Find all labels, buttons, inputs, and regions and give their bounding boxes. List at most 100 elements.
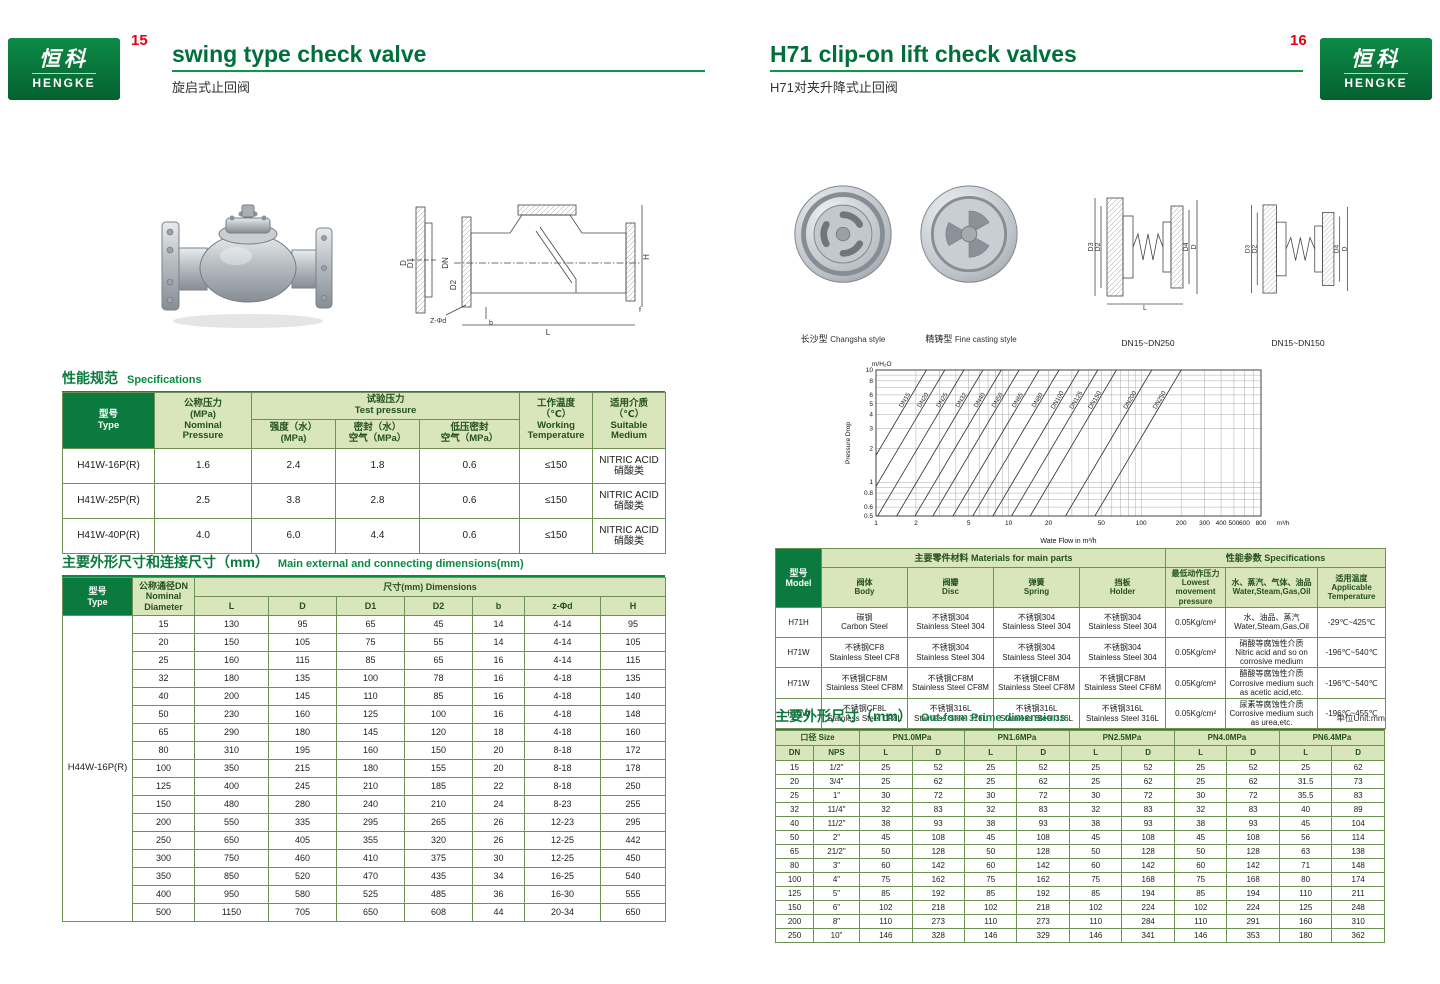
x-tick-label: 10	[1005, 520, 1013, 527]
table-cell: 353	[1226, 928, 1280, 943]
table-cell: 108	[911, 830, 965, 845]
table-cell: 30	[859, 788, 913, 803]
table-cell: 160	[268, 705, 337, 724]
y-tick-label: 4	[869, 412, 873, 419]
table-cell: 355	[336, 831, 405, 850]
table-cell: 1"	[812, 788, 861, 803]
outform-col-pn25: PN2.5MPa	[1068, 730, 1175, 746]
table-cell: 4-18	[524, 723, 601, 742]
table-cell: 11/4"	[812, 802, 861, 817]
table-cell: 210	[336, 777, 405, 796]
table-cell: 480	[194, 795, 269, 814]
table-cell: 250	[132, 831, 195, 850]
table-cell: 104	[1331, 816, 1385, 831]
table-cell: 128	[1226, 844, 1280, 859]
dim-label-d4: D4	[1334, 244, 1341, 253]
table-cell: 65	[336, 615, 405, 634]
table-cell: 145	[268, 687, 337, 706]
table-cell: 215	[268, 759, 337, 778]
table-cell: 750	[194, 849, 269, 868]
x-tick-label: 1	[874, 520, 878, 527]
page-number-left: 15	[131, 32, 148, 49]
table-cell: 230	[194, 705, 269, 724]
table-cell: 273	[1016, 914, 1070, 929]
outform-col-dn: DN	[775, 745, 814, 761]
table-cell: 83	[911, 802, 965, 817]
table-cell: 470	[336, 867, 405, 886]
table-cell: 100	[775, 872, 814, 887]
table-cell: 178	[599, 759, 667, 778]
table-cell: 85	[404, 687, 473, 706]
table-cell: 125	[1278, 900, 1333, 915]
table-cell: 65	[404, 651, 473, 670]
table-cell: -196℃~455℃	[1317, 697, 1387, 730]
table-cell: 52	[1226, 760, 1280, 775]
table-cell: 4.4	[335, 518, 420, 554]
table-cell: 0.6	[419, 483, 520, 519]
table-cell: 不锈钢316L Stainless Steel 316L	[1078, 697, 1167, 730]
table-cell: 224	[1121, 900, 1175, 915]
logo-en-text: HENGKE	[1344, 72, 1408, 90]
table-cell: 21/2"	[812, 844, 861, 859]
dims-col-dims: 尺寸(mm) Dimensions	[193, 577, 667, 597]
table-cell: H41W-16P(R)	[62, 448, 155, 484]
table-cell: 400	[132, 885, 195, 904]
table-cell: 80	[132, 741, 195, 760]
table-cell: 45	[1278, 816, 1333, 831]
left-title-en: swing type check valve	[172, 41, 427, 67]
dim-label-d2: D2	[1251, 244, 1258, 253]
materials-table: 型号 Model 主要零件材料 Materials for main parts…	[775, 548, 1387, 730]
table-cell: 125	[132, 777, 195, 796]
table-cell: 650	[599, 903, 667, 922]
photo2-caption-zh: 精铸型	[925, 334, 953, 344]
table-cell: 60	[963, 858, 1018, 873]
logo-zh-text: 恒科	[1351, 47, 1401, 71]
table-cell: H71W	[775, 636, 822, 669]
table-cell: 93	[1016, 816, 1070, 831]
table-cell: 310	[1331, 914, 1385, 929]
table-cell: 350	[194, 759, 269, 778]
table-cell: 62	[1226, 774, 1280, 789]
dims-col-d2: D2	[404, 596, 473, 616]
outform-col-pn64: PN6.4MPa	[1278, 730, 1386, 746]
table-cell: 146	[1173, 928, 1228, 943]
dims-col-d1: D1	[336, 596, 405, 616]
table-cell: H41W-25P(R)	[62, 483, 155, 519]
table-cell: 0.05Kg/cm²	[1165, 667, 1227, 699]
table-cell: 108	[1121, 830, 1175, 845]
table-cell: 25	[1278, 760, 1333, 775]
table-cell: 362	[1331, 928, 1385, 943]
table-cell: 80	[775, 858, 814, 873]
brand-logo-right: 恒科 HENGKE	[1320, 38, 1432, 100]
x-unit-label: m³/h	[1277, 520, 1290, 527]
table-cell: 25	[963, 774, 1018, 789]
table-cell: 341	[1121, 928, 1175, 943]
table-cell: 320	[404, 831, 473, 850]
table-cell: 100	[132, 759, 195, 778]
table-cell: 30	[472, 849, 525, 868]
table-cell: 89	[1331, 802, 1385, 817]
swing-valve-photo	[161, 204, 333, 328]
table-cell: 180	[194, 669, 269, 688]
right-title-zh: H71对夹升降式止回阀	[770, 80, 898, 96]
table-cell: 16-25	[524, 867, 601, 886]
table-cell: 485	[404, 885, 473, 904]
table-cell: 24	[472, 795, 525, 814]
table-cell: 56	[1278, 830, 1333, 845]
table-cell: 248	[1331, 900, 1385, 915]
mats-col-body: 阀体 Body	[821, 567, 908, 608]
dim-label-d3: D3	[1088, 242, 1095, 251]
table-cell: 255	[599, 795, 667, 814]
table-cell: 950	[194, 885, 269, 904]
table-cell: 50	[1173, 844, 1228, 859]
table-cell: 30	[963, 788, 1018, 803]
table-cell: 174	[1331, 872, 1385, 887]
dim-label-z-phi-d: Z-Φd	[430, 318, 446, 325]
dim-label-f: f	[639, 307, 641, 314]
